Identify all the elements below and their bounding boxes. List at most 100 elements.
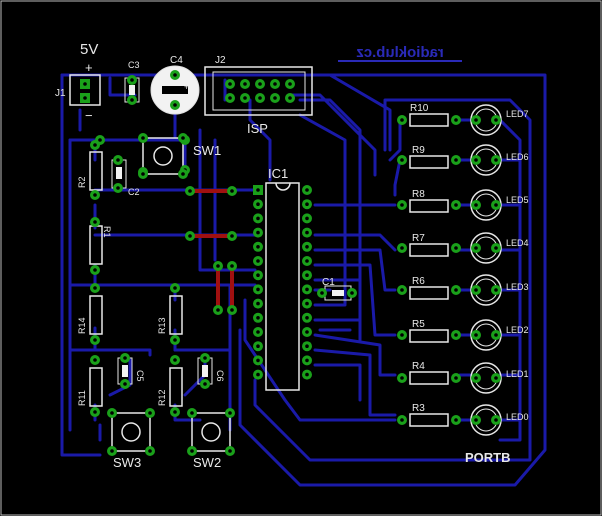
pad-hole [93, 358, 97, 362]
pad-hole [305, 259, 309, 263]
led0-label: LED0 [506, 412, 529, 422]
r2-label: R2 [77, 176, 87, 188]
r9-resistor: R9 [409, 145, 449, 169]
r14-resistor: R14 [77, 295, 103, 335]
pad-hole [173, 358, 177, 362]
r10-resistor: R10 [409, 103, 449, 127]
pad-hole [256, 301, 260, 306]
pad-hole [400, 418, 404, 422]
c6-label: C6 [215, 370, 225, 382]
pad-hole [123, 382, 127, 386]
pad-hole [288, 82, 292, 86]
led4-label: LED4 [506, 238, 529, 248]
pad-hole [454, 376, 458, 380]
pad-hole [130, 78, 134, 82]
r8-resistor: R8 [409, 189, 449, 213]
pad-hole [256, 316, 260, 320]
pad-hole [256, 358, 260, 363]
pad-hole [305, 230, 309, 235]
pad-hole [93, 410, 97, 414]
pad-hole [494, 246, 498, 250]
sw3-switch: SW3 [111, 412, 151, 470]
pad-hole [243, 82, 247, 86]
pad-hole [130, 98, 134, 102]
pad-hole [400, 376, 404, 380]
pad-hole [400, 158, 404, 162]
pad-hole [305, 216, 309, 221]
pad-hole [256, 330, 260, 334]
pad-hole [320, 291, 324, 295]
pad-hole [305, 358, 309, 363]
pad-hole [454, 288, 458, 292]
pad-hole [454, 246, 458, 250]
pad-hole [93, 286, 97, 290]
pad-hole [256, 202, 260, 206]
led1-label: LED1 [506, 369, 529, 379]
pad-hole [181, 172, 185, 176]
pad-hole [474, 288, 478, 292]
port-label: PORTB [465, 450, 511, 465]
r4-resistor: R4 [409, 361, 449, 385]
pad-hole [203, 356, 207, 360]
r9-label: R9 [412, 145, 425, 156]
pad-hole [228, 411, 232, 415]
pad-hole [288, 96, 292, 100]
j1-label: J1 [55, 88, 66, 99]
r5-label: R5 [412, 319, 425, 330]
pad-hole [400, 118, 404, 122]
pad-hole [305, 301, 309, 306]
c2-label: C2 [128, 187, 140, 197]
r4-label: R4 [412, 361, 425, 372]
r14-label: R14 [77, 317, 87, 334]
pad-hole [141, 172, 145, 176]
pad-hole [400, 288, 404, 292]
pad-hole [173, 338, 177, 342]
r13-resistor: R13 [157, 295, 183, 335]
j2-label: J2 [215, 55, 226, 66]
pad-hole [400, 203, 404, 207]
pads [80, 70, 501, 456]
j2-connector: J2 ISP [204, 55, 313, 136]
pad-hole [188, 234, 192, 238]
pad-hole [93, 143, 97, 147]
pad-hole [110, 411, 114, 415]
pad-hole [190, 449, 194, 453]
pad-hole [256, 273, 260, 278]
pad-hole [230, 264, 234, 268]
c5-label: C5 [135, 370, 145, 382]
r13-label: R13 [157, 317, 167, 334]
pad-hole [474, 376, 478, 380]
r2-resistor: R2 [77, 151, 103, 191]
pad-hole [256, 344, 260, 349]
power-label: 5V [80, 41, 98, 58]
pad-hole [258, 96, 262, 100]
pad-hole [474, 333, 478, 337]
pad-hole [494, 418, 498, 422]
pad-hole [116, 186, 120, 190]
pad-hole [216, 264, 220, 268]
pad-hole [305, 202, 309, 206]
pad-hole [454, 158, 458, 162]
pad-hole [305, 316, 309, 320]
pad-hole [228, 449, 232, 453]
led6-label: LED6 [506, 152, 529, 162]
c4-plus: + [184, 82, 189, 92]
pad-hole [116, 158, 120, 162]
pad-hole [83, 96, 87, 100]
c4-capacitor: C4 + [150, 55, 200, 115]
pad-hole [305, 287, 309, 292]
r1-resistor: R1 [89, 225, 112, 265]
pad-hole [203, 382, 207, 386]
pad-hole [400, 246, 404, 250]
led7-label: LED7 [506, 109, 529, 119]
j1-plus: + [85, 60, 93, 75]
pad-hole [83, 82, 87, 86]
pad-hole [173, 286, 177, 290]
pad-hole [173, 410, 177, 414]
c1-label: C1 [322, 277, 335, 288]
isp-label: ISP [247, 121, 268, 136]
pad-hole [173, 103, 177, 107]
pad-hole [230, 234, 234, 238]
pad-hole [256, 230, 260, 235]
pad-hole [230, 308, 234, 312]
